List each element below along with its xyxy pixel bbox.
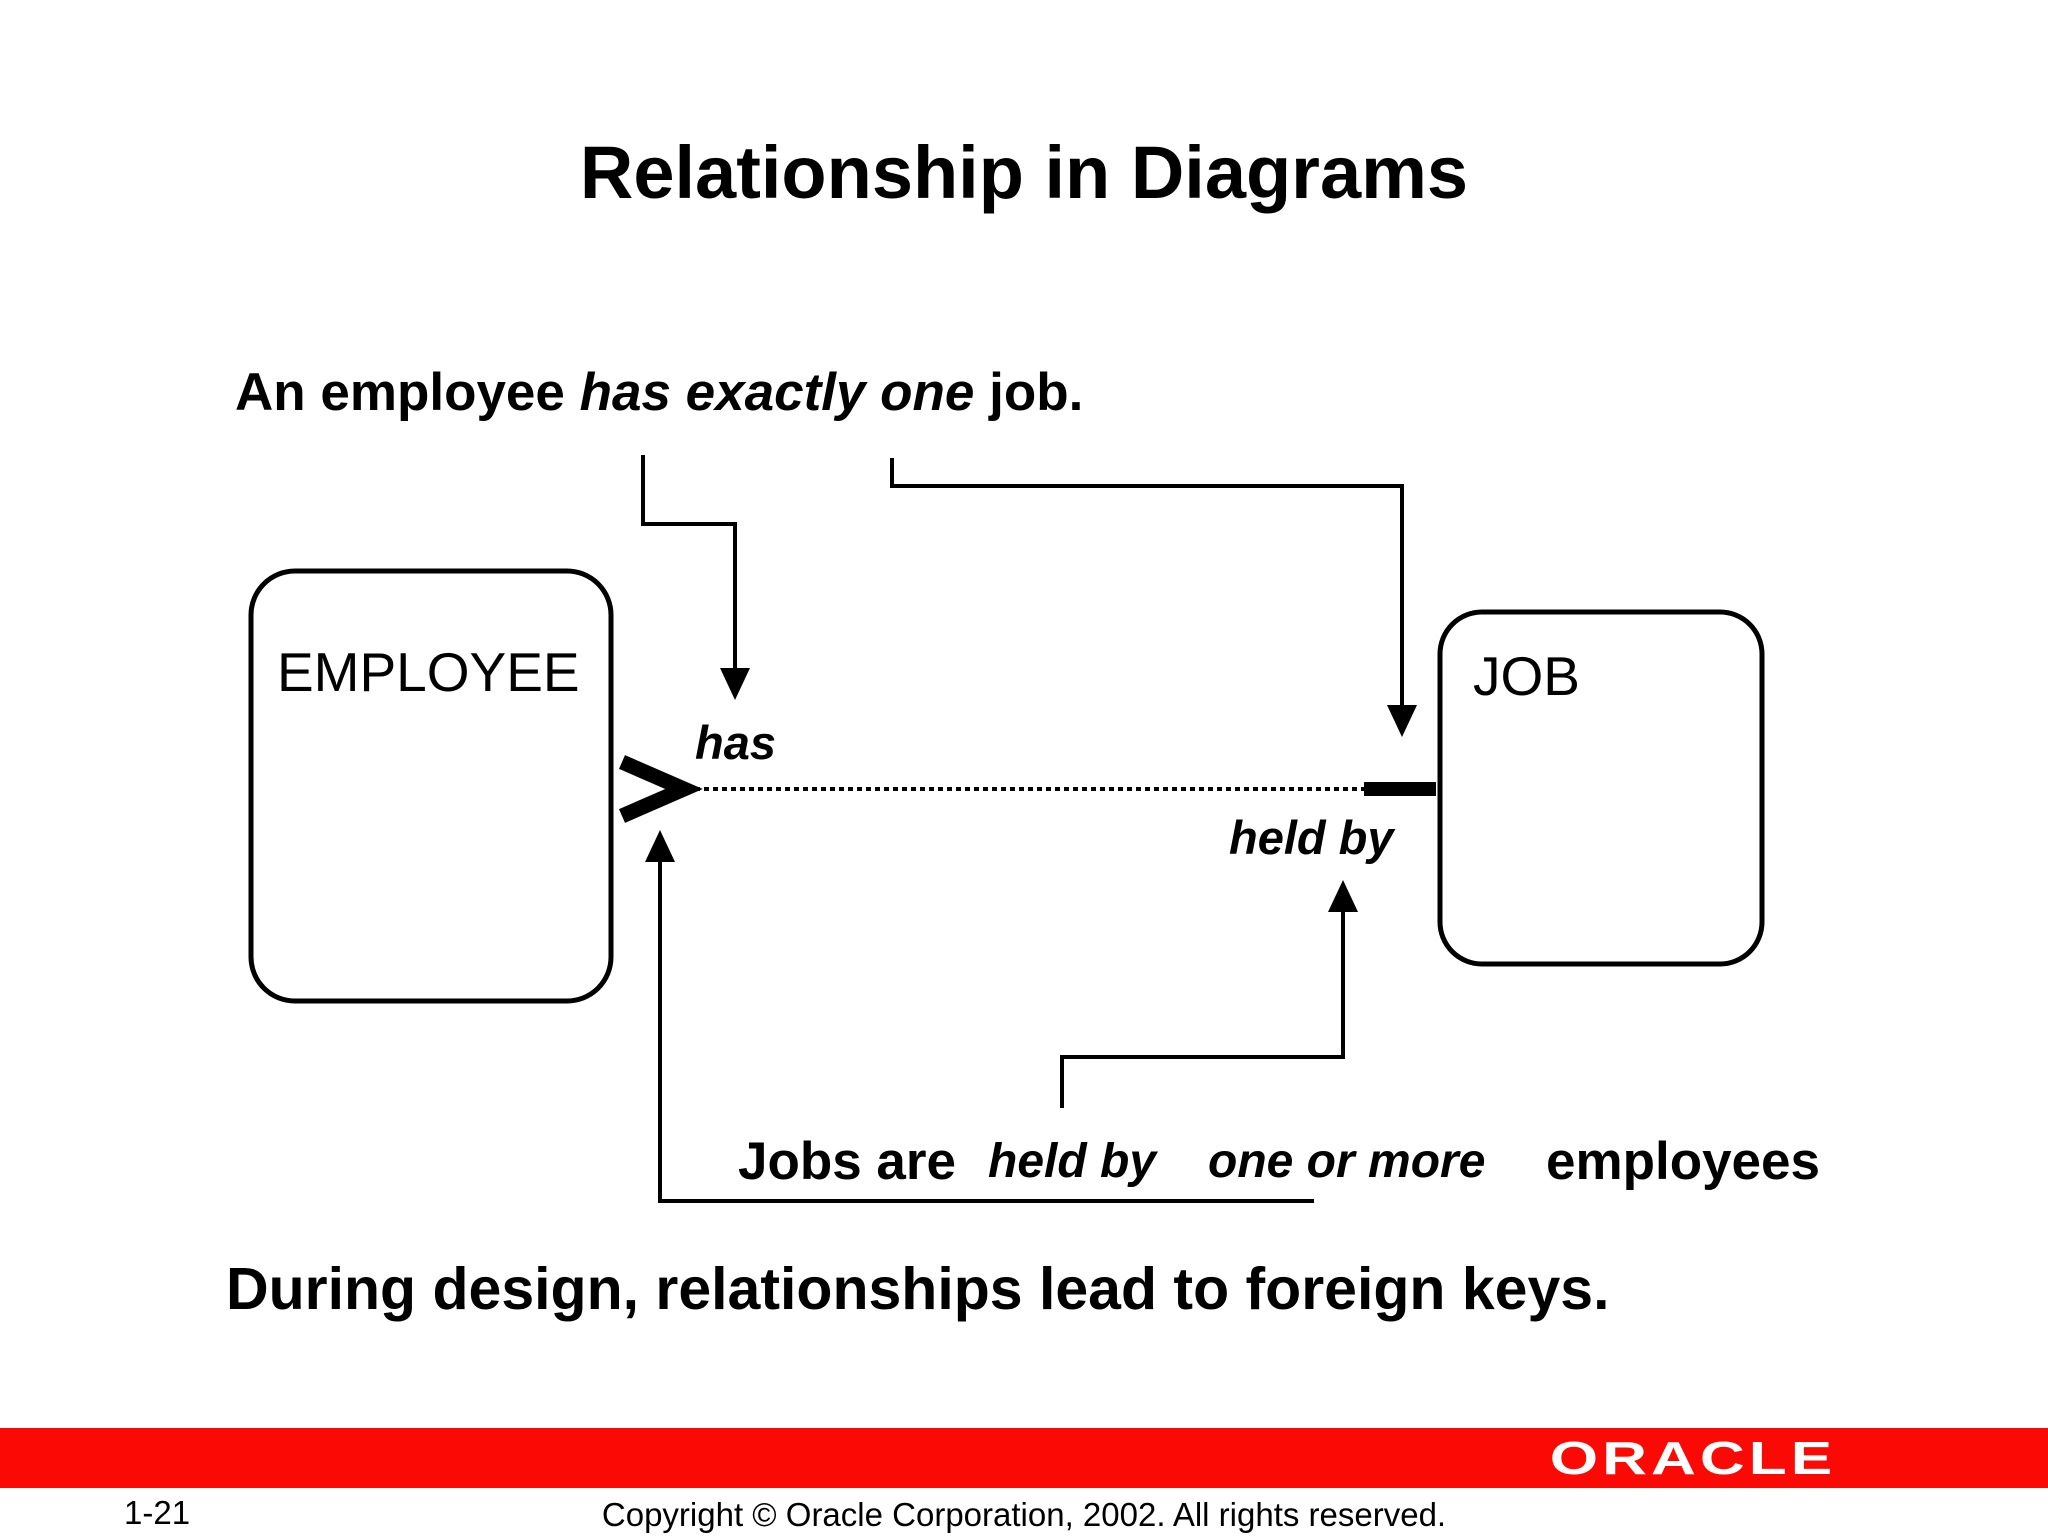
sentence1-emphasis: has exactly one (579, 363, 975, 422)
job-entity-label: JOB (1473, 645, 1580, 707)
arrowhead-up-icon (1328, 880, 1358, 912)
sentence1-part1: An employee (235, 363, 580, 422)
sentence1-part2: job. (974, 363, 1084, 422)
sentence2-part1: Jobs are (738, 1132, 957, 1191)
connector-one-or-more (658, 852, 1314, 1203)
sentence2-held-by: held by (988, 1135, 1157, 1188)
employee-entity-box (248, 568, 614, 1004)
connector-has (641, 455, 737, 675)
footer-red-bar (0, 1428, 2048, 1488)
relationship-label-held-by: held by (1229, 811, 1394, 864)
sentence2-part2: employees (1546, 1132, 1820, 1191)
connector-exactly-one (890, 458, 1404, 712)
relationship-sentence-employee: An employee has exactly one job. (235, 362, 1083, 423)
page-number: 1-21 (124, 1494, 191, 1531)
arrowhead-down-icon (1387, 705, 1417, 737)
crows-foot-icon (619, 755, 703, 823)
copyright-notice: Copyright © Oracle Corporation, 2002. Al… (601, 1496, 1447, 1533)
slide-title: Relationship in Diagrams (579, 131, 1469, 214)
sentence2-one-or-more: one or more (1208, 1135, 1486, 1188)
arrowhead-up-icon (645, 830, 675, 862)
oracle-logo: ORACLE (1549, 1432, 1836, 1484)
design-note: During design, relationships lead to for… (226, 1256, 1610, 1322)
connector-held-by (1060, 905, 1345, 1108)
sentence2-emphasis1: held by (988, 1129, 1156, 1190)
relationship-label-has: has (695, 716, 776, 769)
job-entity-box (1437, 609, 1765, 967)
employee-entity-label: EMPLOYEE (277, 641, 580, 703)
sentence2-emphasis2: one or more (1208, 1129, 1485, 1190)
arrowhead-down-icon (720, 668, 750, 700)
